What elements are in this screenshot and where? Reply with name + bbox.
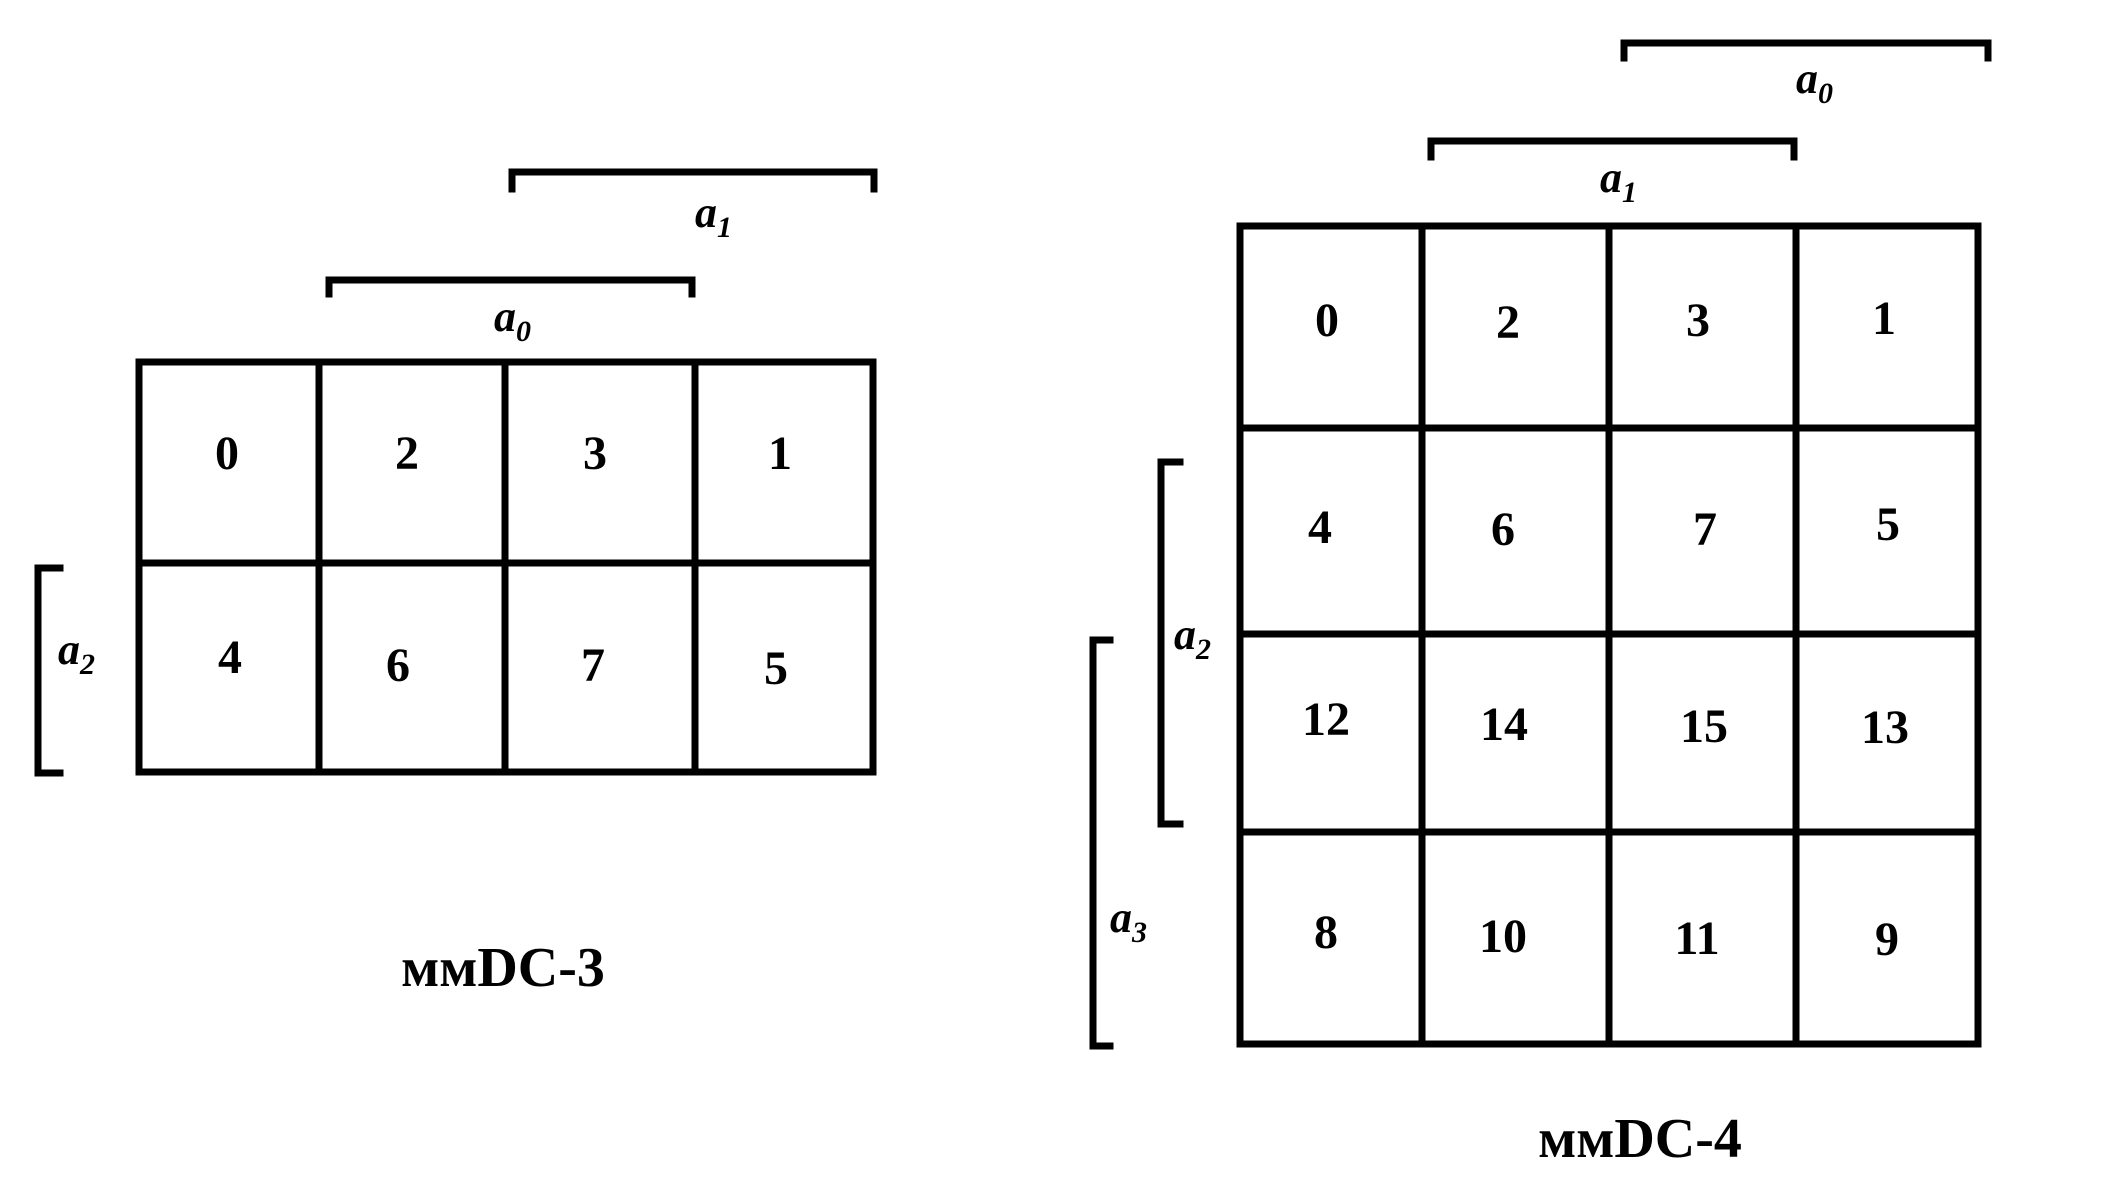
bracket-a1 bbox=[1427, 137, 1798, 161]
map-cell: 7 bbox=[581, 639, 605, 692]
map-cell: 12 bbox=[1302, 693, 1350, 746]
map-cell: 3 bbox=[583, 427, 607, 480]
var-label-a0: a0 bbox=[1796, 54, 1833, 110]
var-label-a3: a3 bbox=[1110, 893, 1147, 949]
map-cell: 10 bbox=[1479, 910, 1527, 963]
map-cell: 4 bbox=[218, 631, 242, 684]
map-mmdc-4-cells: 0 2 3 1 4 6 7 5 12 14 15 13 8 10 11 9 bbox=[1302, 292, 1909, 966]
map-cell: 0 bbox=[215, 427, 239, 480]
map-cell: 2 bbox=[1496, 296, 1520, 349]
var-label-a0: a0 bbox=[494, 292, 531, 348]
map-cell: 8 bbox=[1314, 906, 1338, 959]
map-cell: 1 bbox=[1872, 292, 1896, 345]
map-cell: 5 bbox=[764, 642, 788, 695]
map-cell: 7 bbox=[1693, 503, 1717, 556]
map-cell: 11 bbox=[1674, 912, 1719, 965]
bracket-a1 bbox=[508, 168, 878, 193]
map-cell: 5 bbox=[1876, 498, 1900, 551]
map-cell: 14 bbox=[1480, 698, 1528, 751]
map-cell: 13 bbox=[1861, 701, 1909, 754]
map-mmdc-4: 0 2 3 1 4 6 7 5 12 14 15 13 8 10 11 9 a0 bbox=[1089, 39, 1992, 1170]
bracket-a0 bbox=[325, 276, 696, 298]
map-cell: 2 bbox=[395, 427, 419, 480]
map-mmdc-3-cells: 0 2 3 1 4 6 7 5 bbox=[215, 427, 792, 695]
bracket-a3 bbox=[1089, 636, 1114, 1050]
map-cell: 6 bbox=[386, 639, 410, 692]
map-mmdc-4-grid bbox=[1236, 222, 1982, 1048]
map-cell: 9 bbox=[1875, 913, 1899, 966]
bracket-a2 bbox=[34, 564, 64, 777]
map-mmdc-4-column-brackets: a0 a1 bbox=[1427, 39, 1992, 209]
map-mmdc-3-row-brackets: a2 bbox=[34, 564, 95, 777]
map-mmdc-3-column-brackets: a1 a0 bbox=[325, 168, 878, 348]
map-mmdc-3-grid bbox=[135, 358, 877, 776]
map-cell: 3 bbox=[1686, 294, 1710, 347]
bracket-a2 bbox=[1157, 458, 1184, 828]
var-label-a1: a1 bbox=[695, 188, 732, 244]
map-caption: ммDC-3 bbox=[401, 937, 605, 999]
map-cell: 0 bbox=[1315, 294, 1339, 347]
map-cell: 15 bbox=[1680, 700, 1728, 753]
map-mmdc-4-row-brackets: a2 a3 bbox=[1089, 458, 1211, 1050]
map-cell: 4 bbox=[1308, 501, 1332, 554]
map-mmdc-3: 0 2 3 1 4 6 7 5 a1 a0 a2 мм bbox=[34, 168, 878, 999]
map-cell: 6 bbox=[1491, 503, 1515, 556]
map-cell: 1 bbox=[768, 427, 792, 480]
map-caption: ммDC-4 bbox=[1538, 1108, 1742, 1170]
var-label-a2: a2 bbox=[1174, 610, 1211, 666]
var-label-a1: a1 bbox=[1600, 153, 1637, 209]
var-label-a2: a2 bbox=[58, 625, 95, 681]
bracket-a0 bbox=[1620, 39, 1992, 62]
